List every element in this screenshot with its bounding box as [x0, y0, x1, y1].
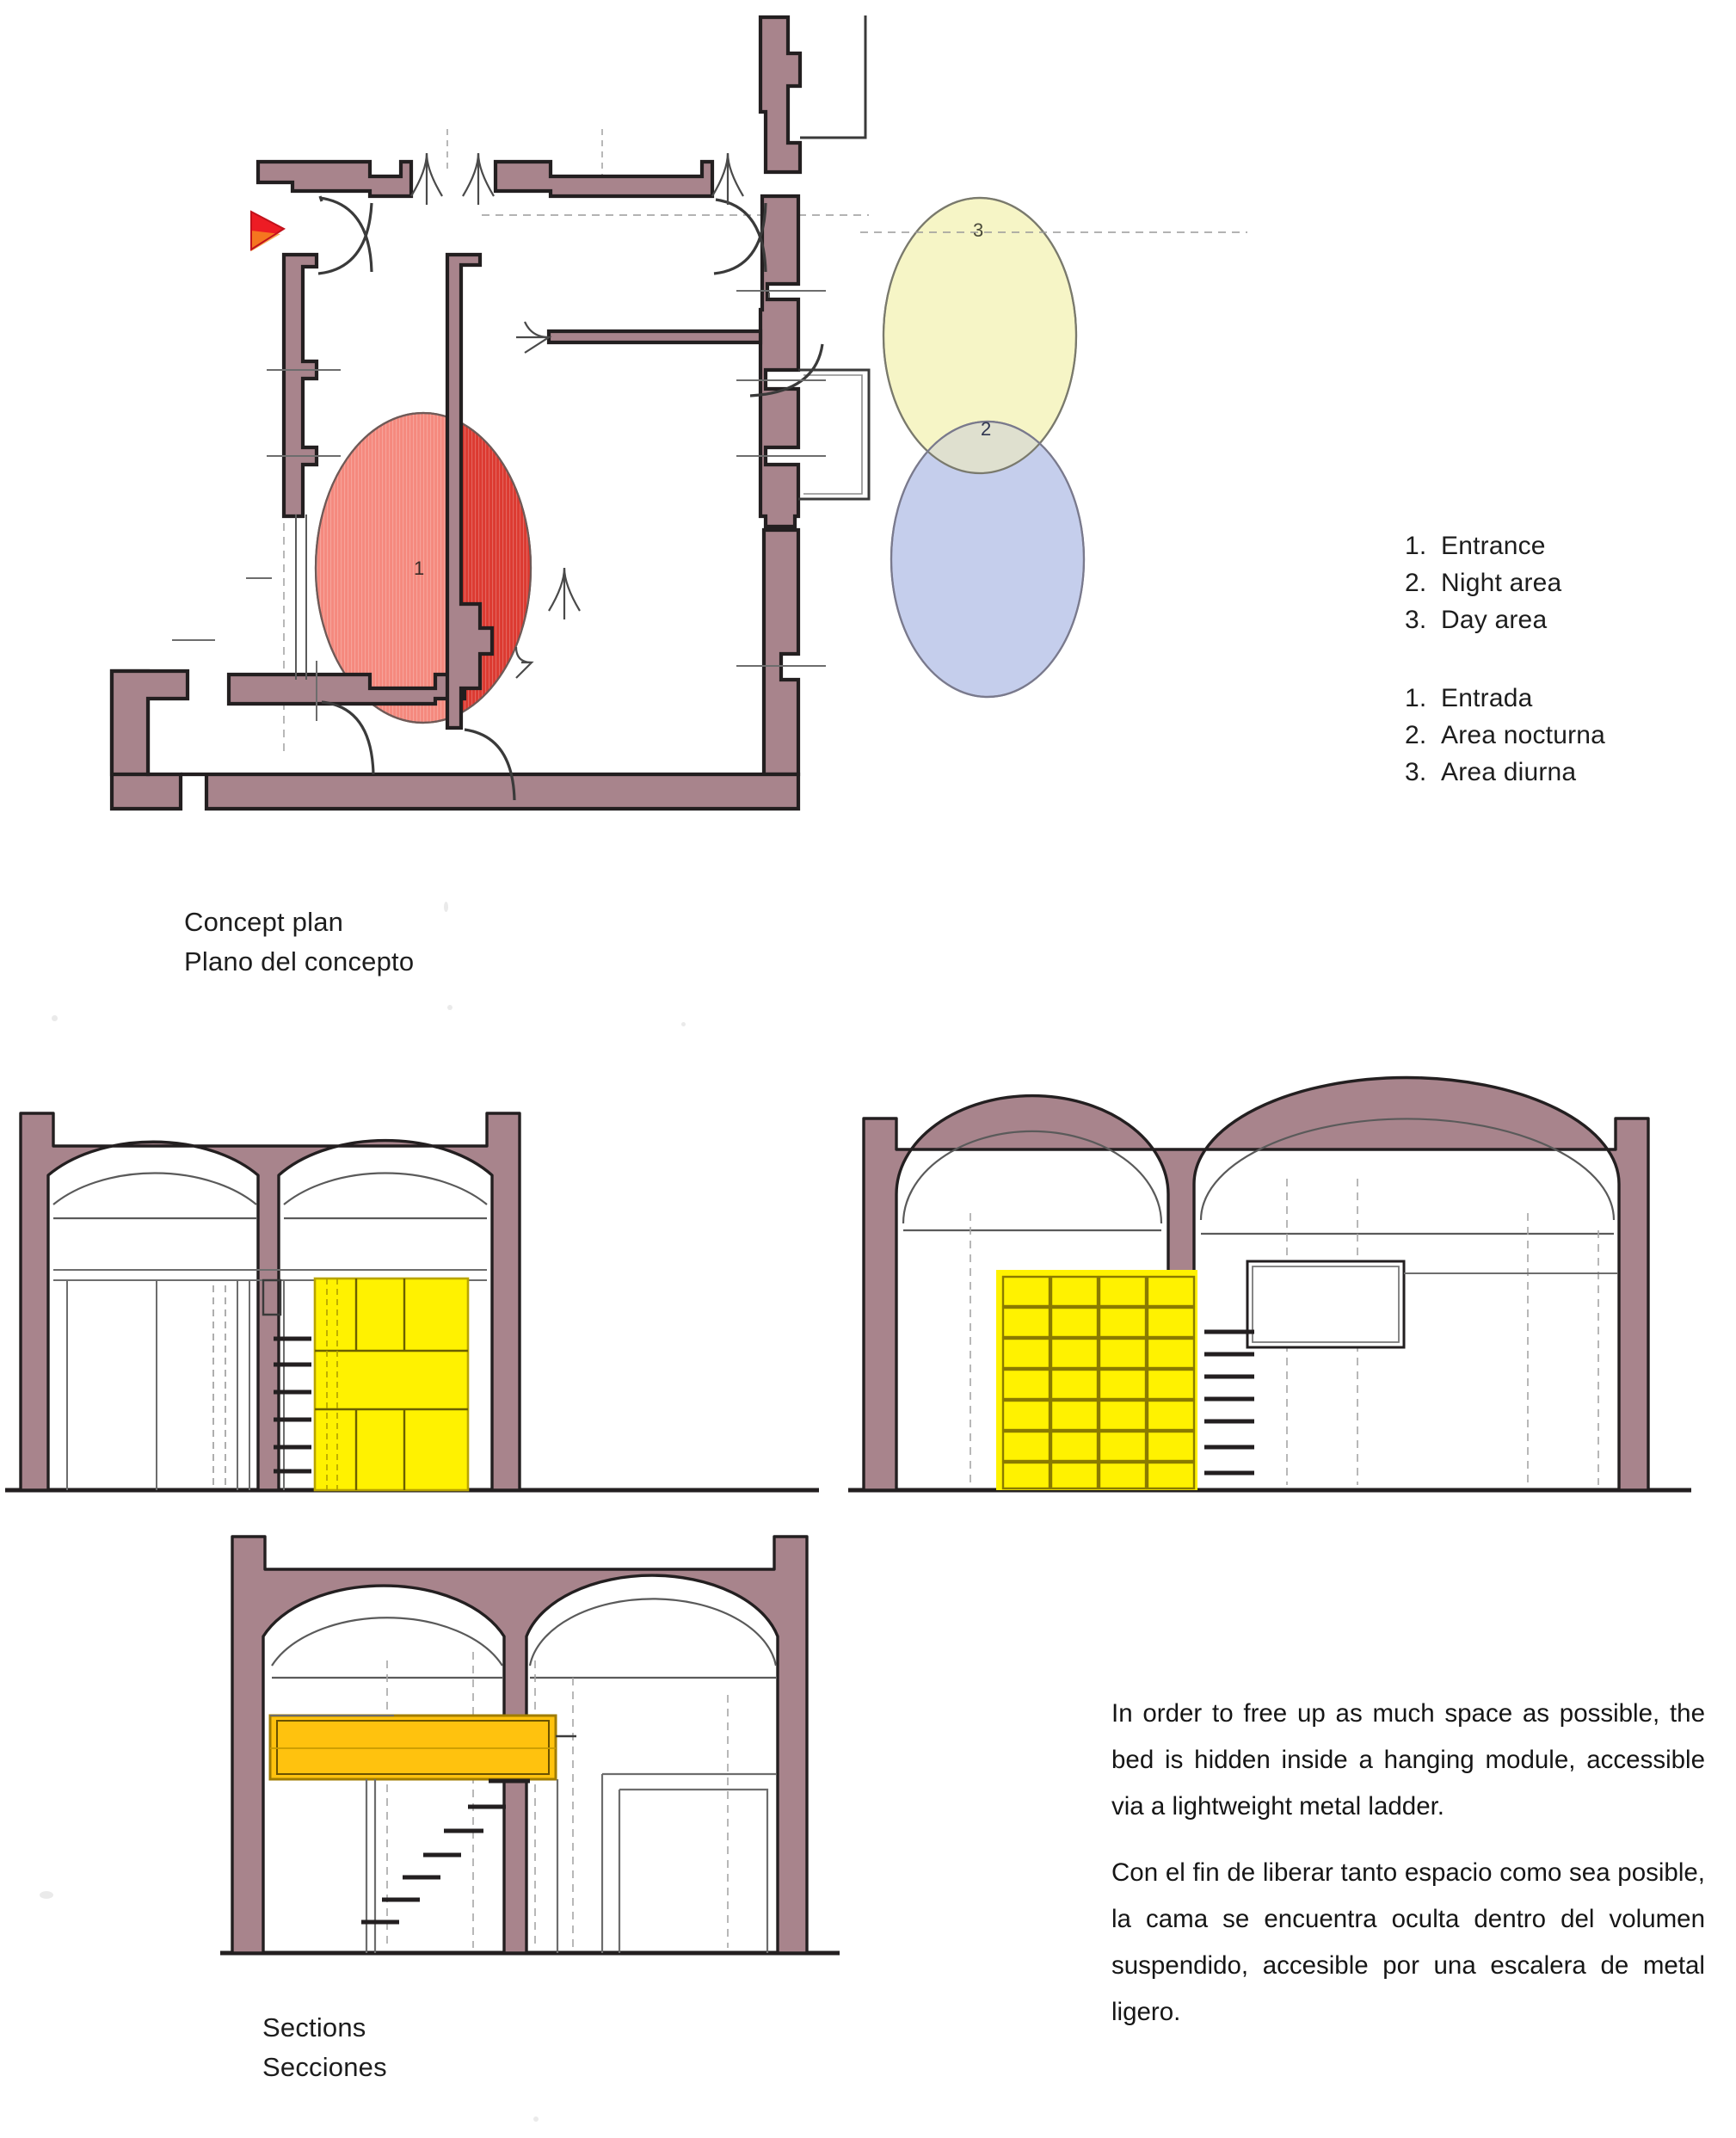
legend-item: 1. Entrada: [1405, 680, 1714, 717]
zone-overlap: [882, 196, 1086, 699]
legend-item: 3. Day area: [1405, 601, 1714, 638]
wall-interior-left: [281, 252, 319, 519]
caption-line-en: Concept plan: [184, 907, 344, 937]
legend-spanish: 1. Entrada 2. Area nocturna 3. Area diur…: [1405, 680, 1714, 791]
legend-label: Area diurna: [1441, 758, 1577, 786]
vault-masonry-b: [862, 1075, 1650, 1492]
wall-top-right: [493, 159, 715, 199]
yellow-module-a: [313, 1277, 470, 1492]
window-center: [548, 567, 581, 619]
legend-item: 3. Area diurna: [1405, 754, 1714, 791]
legend-label: Day area: [1441, 606, 1548, 634]
window-top-3: [711, 152, 744, 205]
vault-masonry: [19, 1112, 521, 1492]
description-paragraph-english: In order to free up as much space as pos…: [1111, 1698, 1705, 1821]
plan-walls: [109, 15, 803, 811]
door-lower-left: [321, 700, 375, 775]
zone-label-night: 2: [981, 418, 991, 440]
section-drawing-a: [0, 1093, 826, 1523]
plan-doors: [317, 195, 824, 801]
balcony-outline: [798, 15, 871, 501]
section-drawing-c: [215, 1523, 852, 1987]
construction-lines: [283, 129, 1247, 757]
door-entrance: [319, 196, 373, 273]
zone-label-entrance: 1: [414, 558, 424, 579]
plan-thin-lines: [295, 293, 770, 680]
legend-label: Entrada: [1441, 684, 1533, 712]
stair-steps-c: [361, 1778, 530, 1925]
ladder-rungs-b: [1204, 1329, 1254, 1476]
plan-legend: 1. Entrance 2. Night area 3. Day area 1.…: [1405, 527, 1714, 832]
scan-speckle: [40, 1891, 53, 1899]
door-upper-right-b: [713, 202, 767, 275]
window-mid-1: [514, 646, 534, 679]
yellow-grid-b: [1001, 1275, 1196, 1490]
legend-label: Entrance: [1441, 532, 1546, 560]
hanging-bed-module: [1246, 1260, 1617, 1349]
zone-blobs: [314, 196, 1086, 724]
legend-item: 2. Night area: [1405, 564, 1714, 601]
scan-speckle: [533, 2116, 539, 2122]
entrance-arrow-icon: [250, 210, 286, 251]
legend-label: Night area: [1441, 569, 1562, 597]
window-left-1: [516, 321, 552, 354]
legend-number: 3.: [1405, 758, 1427, 786]
wall-interior-mid: [445, 252, 495, 730]
door-left-lower: [317, 202, 373, 275]
legend-item: 1. Entrance: [1405, 527, 1714, 564]
scan-speckle: [52, 1015, 58, 1021]
ladder-rungs-a: [274, 1336, 311, 1474]
section-drawing-b: [843, 1075, 1703, 1523]
wall-right-main: [758, 194, 801, 529]
legend-label: Area nocturna: [1441, 721, 1606, 749]
legend-number: 1.: [1405, 532, 1427, 560]
door-bottom: [464, 728, 516, 801]
description-paragraph-spanish: Con el fin de liberar tanto espacio como…: [1111, 1858, 1705, 2026]
legend-number: 2.: [1405, 721, 1427, 749]
scan-speckle: [681, 1022, 686, 1026]
plan-windows: [172, 152, 826, 721]
legend-number: 1.: [1405, 684, 1427, 712]
wall-interior-right: [546, 329, 763, 345]
door-upper-right: [715, 198, 767, 273]
wall-left-block: [109, 669, 190, 777]
zone-label-day: 3: [973, 219, 983, 241]
legend-english: 1. Entrance 2. Night area 3. Day area: [1405, 527, 1714, 638]
caption-line-es: Plano del concepto: [184, 946, 415, 977]
legend-item: 2. Area nocturna: [1405, 717, 1714, 754]
window-left-ticks: [172, 369, 341, 641]
window-top-1: [410, 152, 443, 205]
window-right-ticks: [736, 290, 826, 667]
hanging-module-c: [268, 1714, 576, 1781]
wall-top-left: [255, 159, 414, 199]
scan-speckle: [447, 1005, 452, 1010]
wall-bottom: [181, 772, 801, 811]
sections-caption: Sections Secciones: [262, 2008, 387, 2087]
scan-speckle: [444, 902, 448, 912]
caption-line-en: Sections: [262, 2012, 366, 2042]
legend-number: 2.: [1405, 569, 1427, 597]
wall-right-upper: [758, 15, 803, 175]
caption-line-es: Secciones: [262, 2052, 387, 2082]
window-top-2: [462, 152, 495, 205]
concept-plan-caption: Concept plan Plano del concepto: [184, 903, 414, 982]
legend-number: 3.: [1405, 606, 1427, 634]
wall-right-lower: [761, 527, 801, 777]
concept-plan-drawing: 1 3 2: [0, 0, 1376, 886]
